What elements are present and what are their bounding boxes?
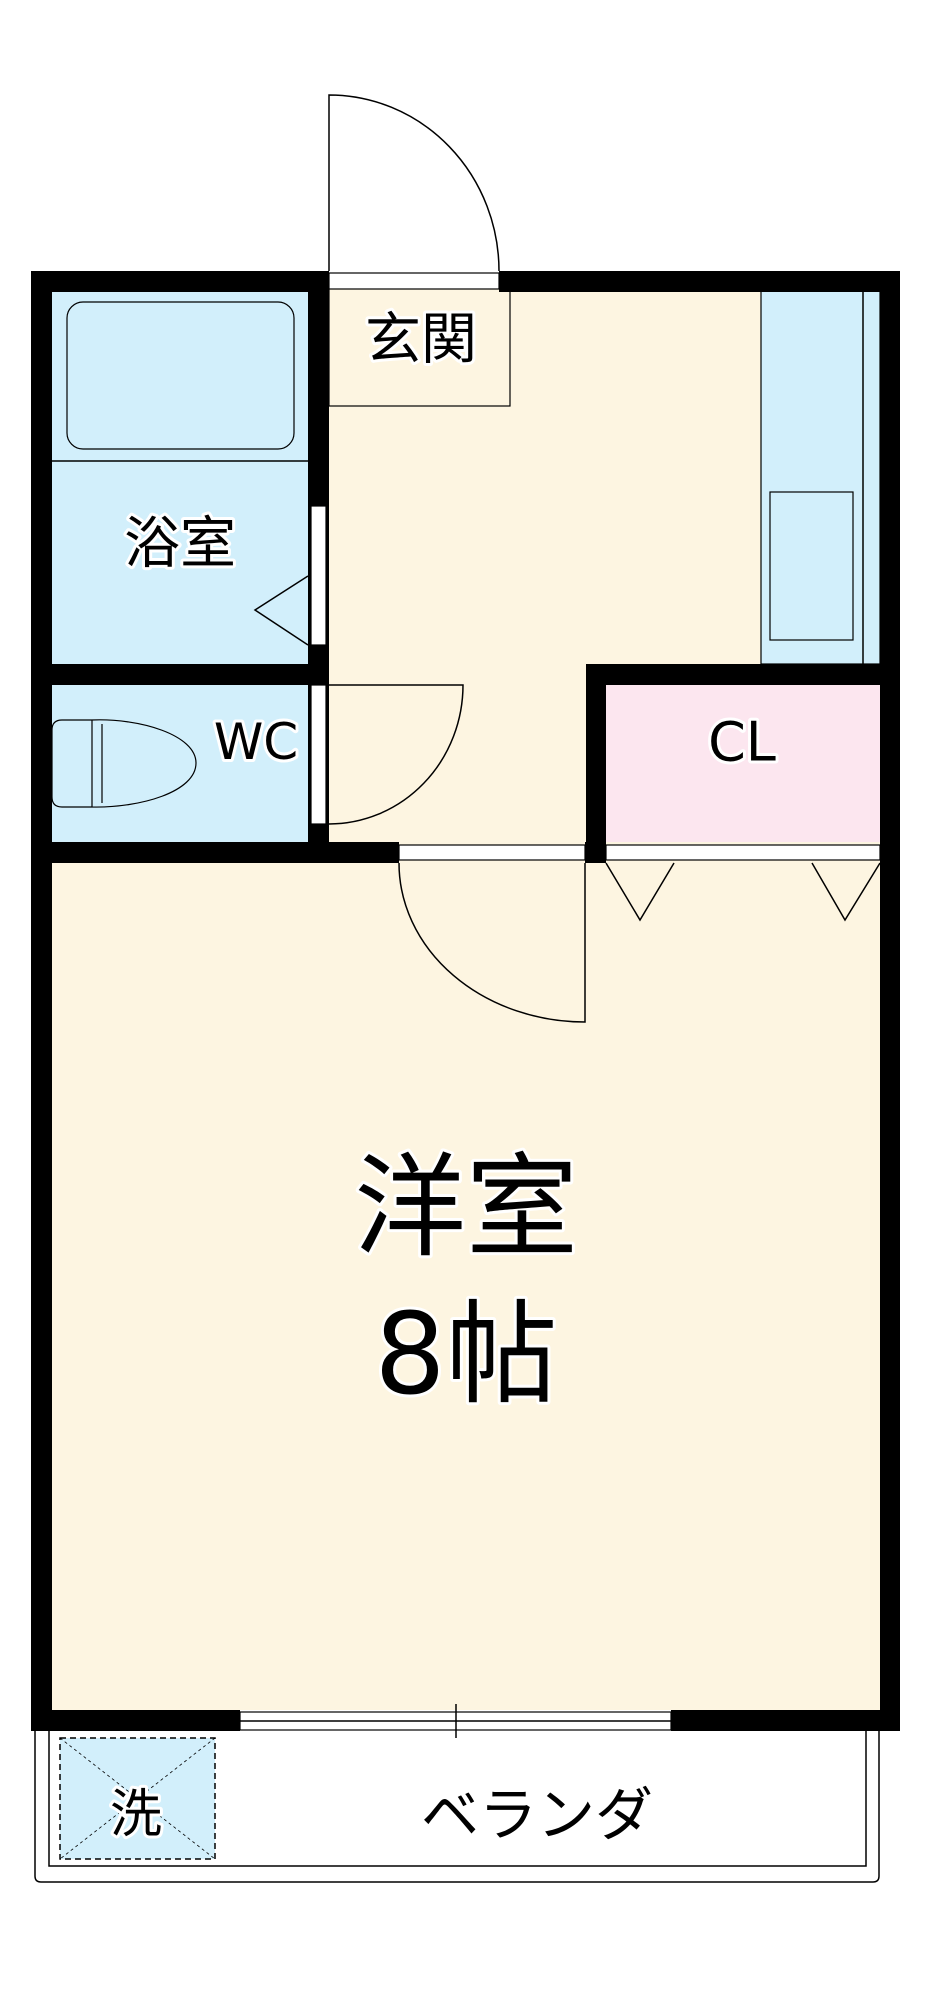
closet-door-left-marker: [605, 862, 675, 922]
outer-wall-right: [880, 271, 900, 1731]
toilet-icon: [51, 719, 197, 808]
outer-wall-bottom-left: [31, 1710, 240, 1731]
closet-left-wall: [586, 664, 606, 863]
main-room-label: 洋室: [354, 1143, 578, 1273]
entrance-door-opening[interactable]: [328, 272, 500, 290]
outer-wall-left: [31, 271, 52, 1731]
bathtub: [66, 301, 295, 450]
closet-door-opening[interactable]: [605, 844, 881, 861]
balcony-label: ベランダ: [421, 1781, 653, 1849]
bathroom-label: 浴室: [124, 512, 236, 577]
toilet-door-swing[interactable]: [328, 684, 464, 825]
closet-label: CL: [708, 711, 776, 774]
balcony-inner-rail: [48, 1731, 867, 1867]
main-room-size: 8帖: [374, 1290, 557, 1420]
washer-cross-b: [59, 1737, 216, 1860]
closet-floor: [606, 685, 880, 842]
wc-room-wall: [31, 842, 399, 863]
main-room-floor: [52, 863, 880, 1710]
toilet-label: WC: [214, 713, 298, 771]
outer-wall-top-left: [31, 271, 329, 292]
toilet-door[interactable]: [310, 684, 327, 825]
main-room-door-opening[interactable]: [398, 844, 586, 861]
outer-wall-top-right: [499, 271, 900, 292]
washer-label: 洗: [110, 1785, 162, 1845]
entrance-area: [328, 280, 511, 407]
closet-top-wall: [586, 664, 900, 685]
bath-wc-wall: [52, 664, 329, 685]
bath-door-marker: [253, 575, 309, 646]
main-room-door-swing[interactable]: [398, 862, 586, 1023]
outer-wall-bottom-right: [671, 1710, 900, 1731]
sink: [769, 491, 854, 641]
closet-door-right-marker: [811, 862, 881, 922]
balcony-outline: [34, 1731, 880, 1883]
entrance-label: 玄関: [365, 308, 477, 373]
bathroom-door[interactable]: [310, 505, 327, 646]
entrance-door-swing[interactable]: [328, 94, 500, 272]
